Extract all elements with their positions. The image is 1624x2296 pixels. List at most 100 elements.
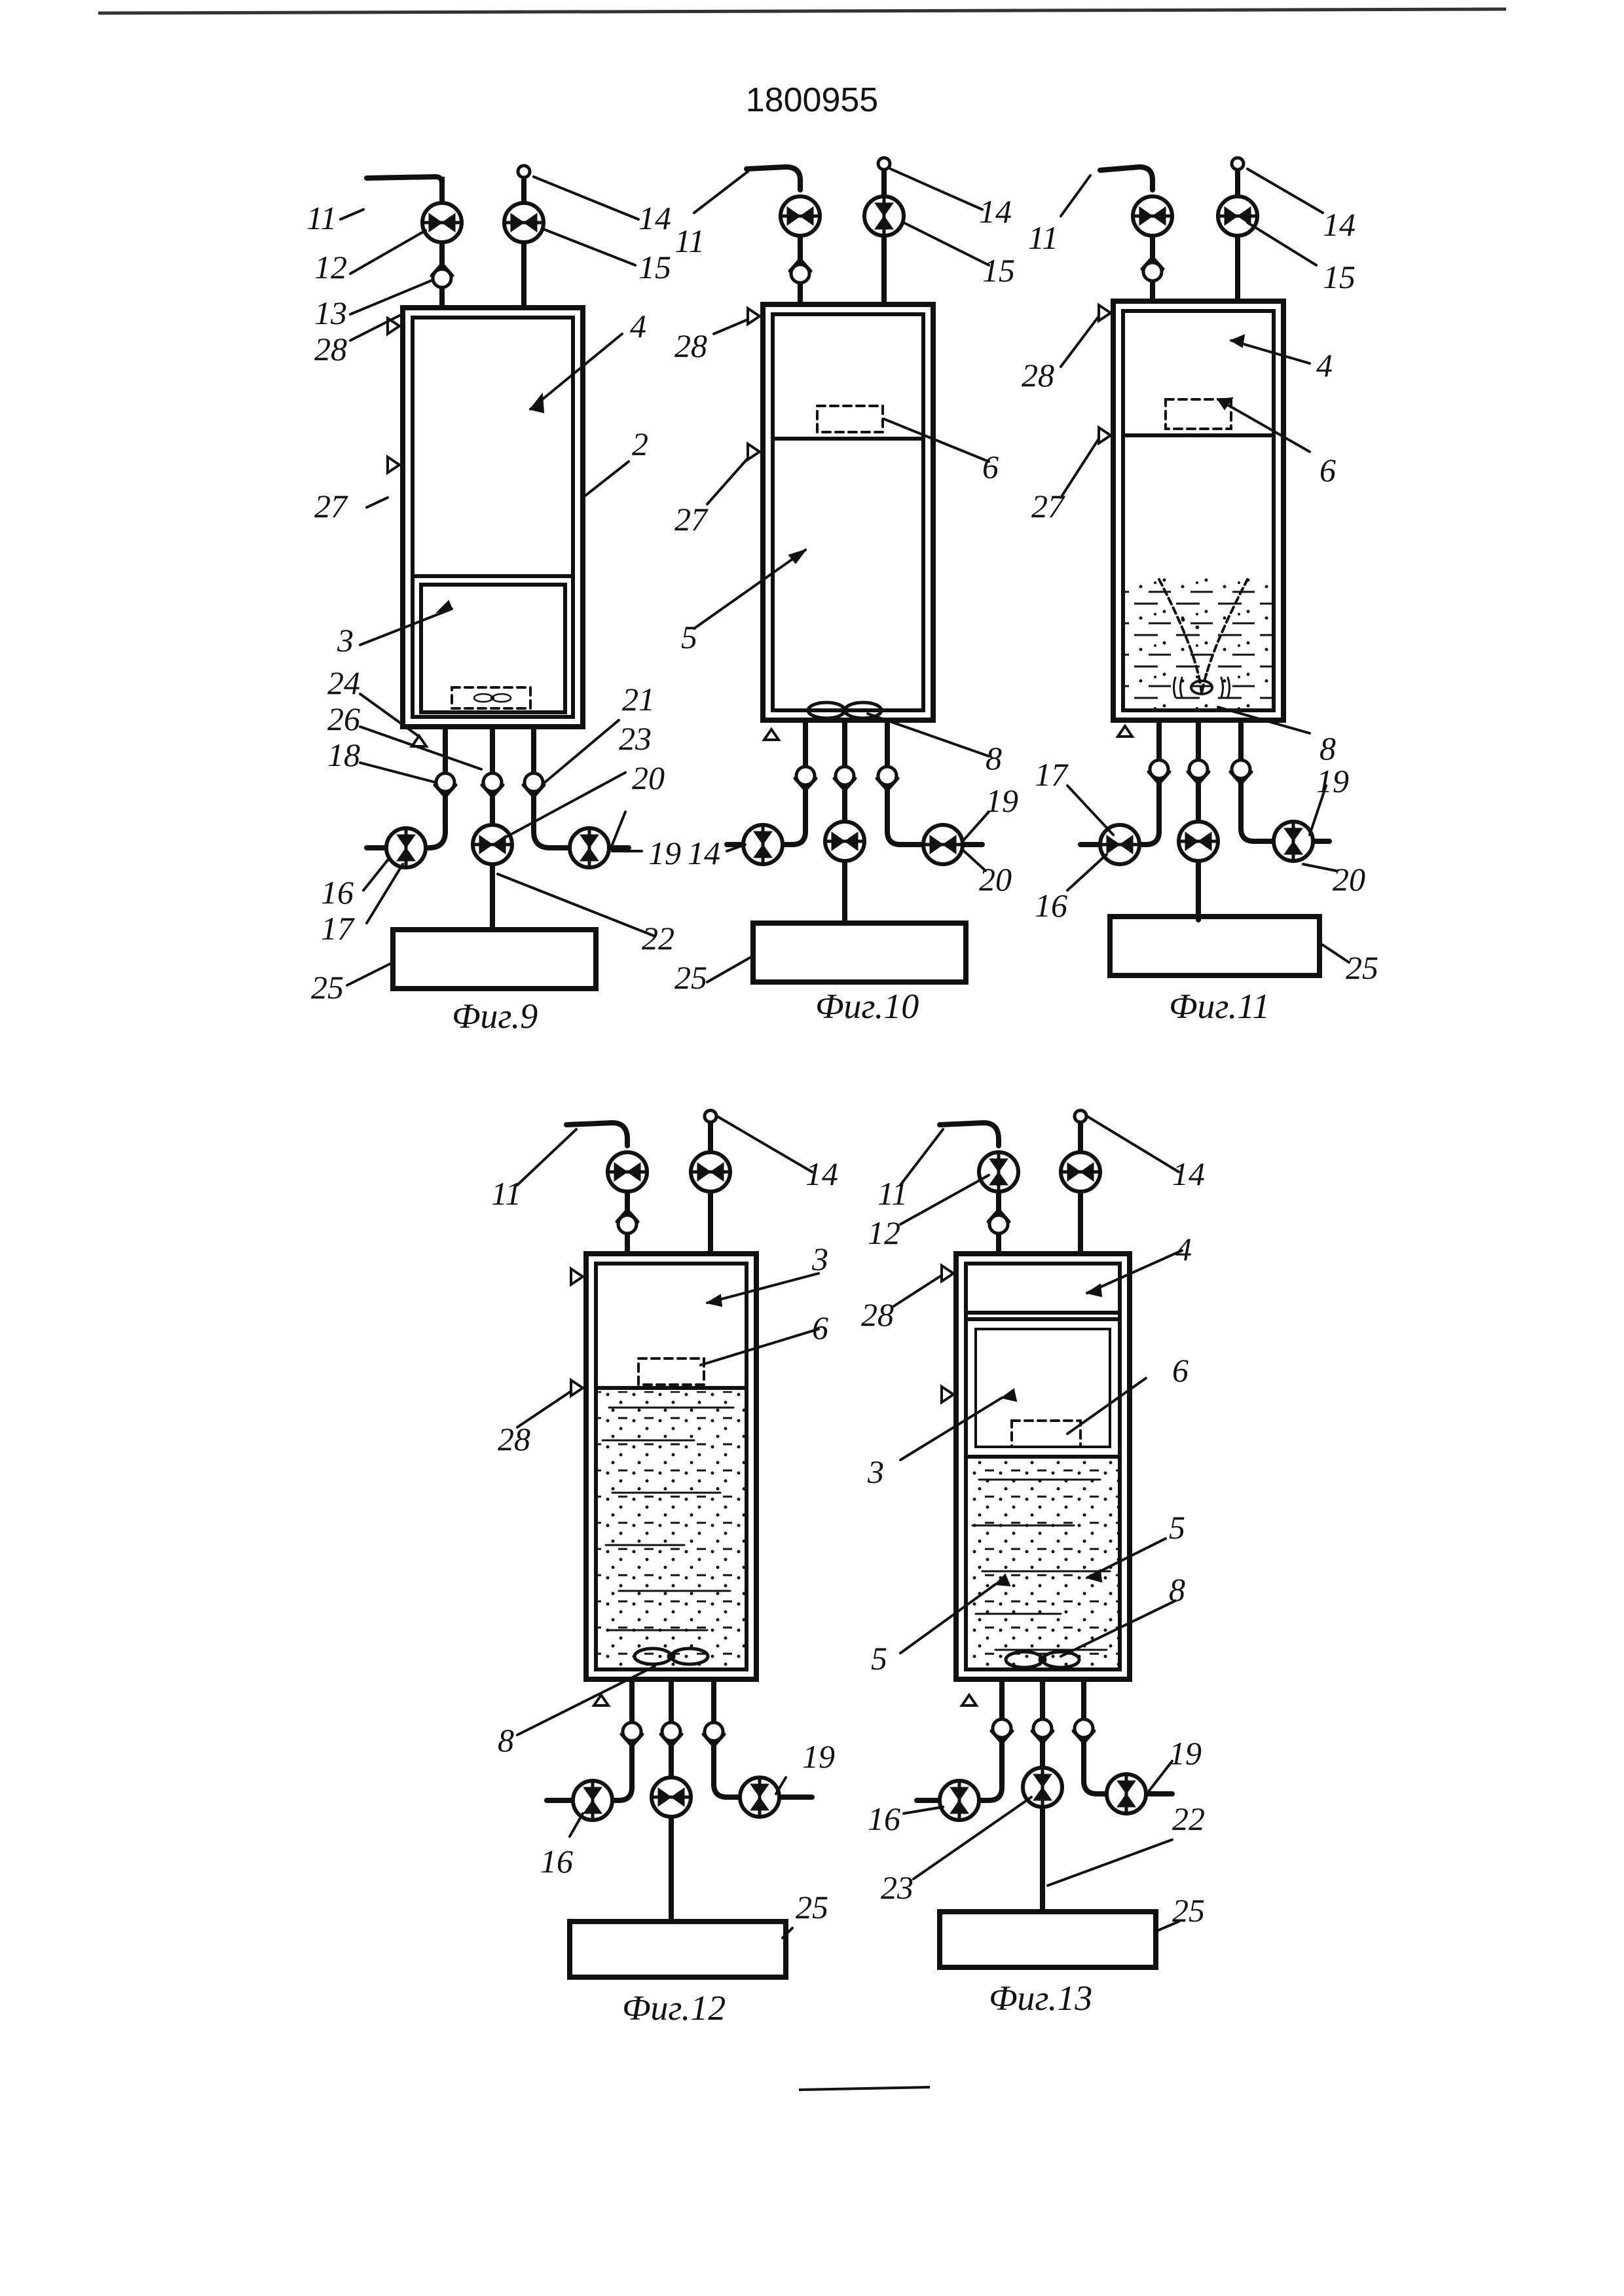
valve-20 bbox=[570, 828, 609, 867]
vessel-outer bbox=[400, 305, 585, 729]
label: 22 bbox=[642, 920, 674, 957]
label: 14 bbox=[638, 200, 671, 236]
marker-28 bbox=[570, 1379, 584, 1397]
capsule bbox=[771, 312, 925, 441]
label: 22 bbox=[1172, 1800, 1205, 1837]
figure-caption: Фиг.10 bbox=[815, 987, 919, 1026]
vessel-inner bbox=[771, 312, 925, 712]
label: 11 bbox=[491, 1175, 521, 1212]
label: 25 bbox=[674, 959, 707, 996]
suspension bbox=[966, 1457, 1120, 1669]
vessel-outer bbox=[760, 302, 936, 723]
label: 11 bbox=[1028, 219, 1058, 256]
label: 4 bbox=[1175, 1231, 1192, 1267]
label: 3 bbox=[337, 622, 354, 659]
label: 27 bbox=[314, 488, 348, 524]
capsule-pad bbox=[637, 1357, 705, 1386]
label: 15 bbox=[638, 249, 671, 285]
label: 5 bbox=[871, 1640, 887, 1677]
label: 24 bbox=[327, 665, 360, 701]
label: 19 bbox=[648, 835, 681, 871]
label: 13 bbox=[314, 295, 347, 331]
label: 6 bbox=[1172, 1352, 1189, 1389]
suspension bbox=[596, 1391, 747, 1669]
figure-caption: Фиг.11 bbox=[1169, 987, 1270, 1026]
valve-16 bbox=[573, 1781, 612, 1820]
label: 5 bbox=[1169, 1509, 1185, 1546]
valve-top-left bbox=[1133, 196, 1172, 236]
label: 23 bbox=[619, 720, 652, 757]
label: 6 bbox=[982, 448, 999, 485]
label: 21 bbox=[622, 681, 655, 718]
valve-top-right bbox=[1061, 1152, 1100, 1192]
label: 16 bbox=[540, 1843, 573, 1880]
valve-12 bbox=[979, 1152, 1018, 1192]
marker-28 bbox=[747, 307, 761, 325]
figure-11-labels: 11 14 15 28 4 6 27 8 17 19 16 20 25 Фиг.… bbox=[1022, 206, 1378, 1026]
valve-16 bbox=[940, 1781, 979, 1820]
valve-top-left bbox=[608, 1152, 647, 1192]
liquid-layer bbox=[1123, 576, 1274, 710]
valve-19 bbox=[740, 1777, 779, 1817]
label: 28 bbox=[861, 1296, 894, 1333]
capsule bbox=[1121, 309, 1276, 437]
base-25 bbox=[937, 1909, 1158, 1970]
label: 6 bbox=[1320, 452, 1336, 488]
label: 14 bbox=[688, 835, 720, 871]
label: 19 bbox=[1316, 763, 1349, 799]
valve-center bbox=[652, 1777, 691, 1817]
marker-28 bbox=[940, 1264, 955, 1283]
capsule bbox=[964, 1317, 1122, 1459]
label: 23 bbox=[881, 1869, 913, 1906]
label: 3 bbox=[811, 1241, 828, 1277]
vortex-dots: · . bbox=[1179, 605, 1200, 634]
figure-10 bbox=[693, 156, 990, 985]
label: 17 bbox=[1035, 756, 1069, 793]
bubbles bbox=[1173, 676, 1230, 699]
label: 25 bbox=[796, 1889, 828, 1925]
label: 8 bbox=[986, 740, 1002, 776]
valve-top-left bbox=[781, 196, 820, 236]
capsule-pad bbox=[1010, 1419, 1082, 1448]
valve-center bbox=[1179, 822, 1218, 861]
marker-28 bbox=[1098, 304, 1112, 322]
marker-27 bbox=[386, 456, 401, 474]
valve-17 bbox=[386, 828, 426, 867]
label: 18 bbox=[327, 737, 360, 773]
rotor bbox=[1190, 680, 1213, 695]
label: 12 bbox=[868, 1214, 900, 1251]
label: 27 bbox=[674, 501, 709, 538]
label: 28 bbox=[1022, 357, 1054, 393]
label: 4 bbox=[630, 308, 646, 344]
valve-12 bbox=[422, 203, 462, 242]
marker-top bbox=[570, 1267, 584, 1286]
figure-caption: Фиг.12 bbox=[622, 1988, 726, 2028]
label: 4 bbox=[1316, 347, 1333, 384]
vessel-inner bbox=[411, 316, 575, 719]
capsule bbox=[419, 583, 567, 714]
figure-9-labels: 11 12 13 28 27 14 15 4 2 3 24 26 18 21 2… bbox=[306, 200, 681, 1036]
label: 14 bbox=[1323, 206, 1356, 243]
marker-27 bbox=[747, 443, 761, 461]
valve-20 bbox=[1274, 822, 1313, 861]
capsule-pad bbox=[1164, 398, 1232, 430]
label: 3 bbox=[867, 1453, 884, 1490]
valve-14 bbox=[743, 825, 783, 864]
label: 28 bbox=[314, 331, 347, 367]
base-25 bbox=[567, 1919, 788, 1980]
valve-top-right bbox=[691, 1152, 730, 1192]
label: 28 bbox=[674, 327, 707, 364]
figure-caption: Фиг.13 bbox=[989, 1978, 1092, 2018]
label: 26 bbox=[327, 701, 360, 737]
valve-15 bbox=[504, 203, 544, 242]
label: 16 bbox=[321, 874, 354, 911]
marker-27 bbox=[1098, 426, 1112, 445]
label: 15 bbox=[982, 252, 1015, 289]
top-border-rule bbox=[98, 7, 1507, 15]
label: 14 bbox=[1172, 1156, 1205, 1192]
figure-11: · . bbox=[1060, 156, 1350, 978]
label: 25 bbox=[311, 969, 344, 1006]
valve-center bbox=[825, 822, 864, 861]
marker-bottom bbox=[763, 728, 780, 741]
marker-bottom bbox=[961, 1694, 978, 1707]
